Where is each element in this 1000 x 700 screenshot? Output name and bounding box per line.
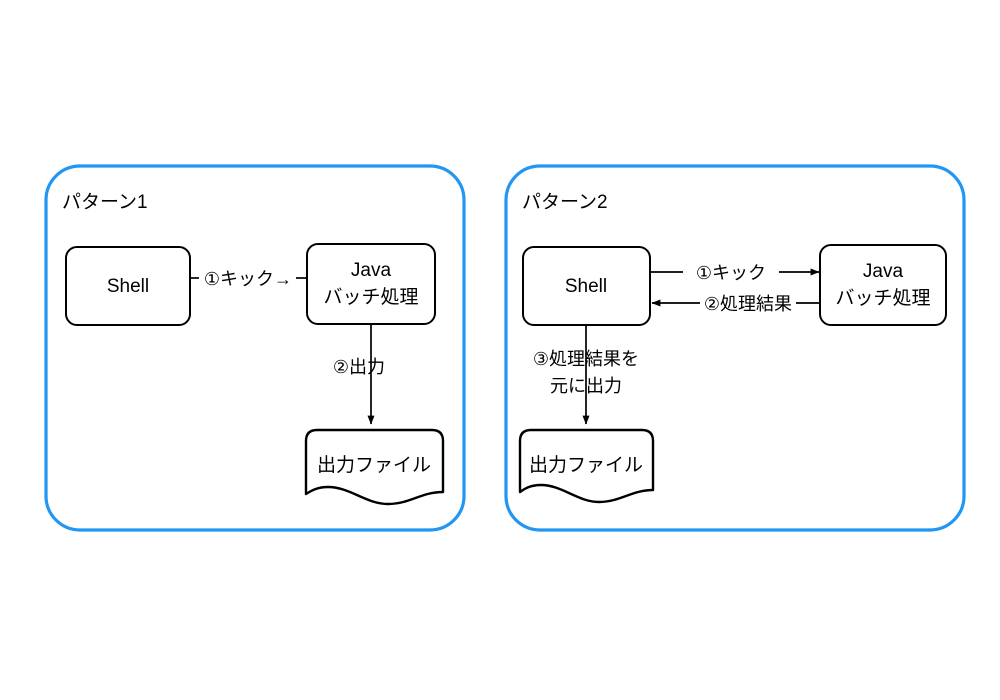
node-shell-2[interactable]: Shell [522, 246, 651, 326]
node-shell-1-box[interactable] [65, 246, 191, 326]
edge-output-1-label: ②出力 [333, 357, 385, 377]
node-java-batch-1-label-line2: バッチ処理 [323, 286, 418, 308]
edge-output-1: ②出力 [333, 325, 385, 425]
node-output-file-1-shape[interactable] [304, 428, 445, 506]
panel-pattern-2-title: パターン2 [522, 191, 608, 213]
node-java-batch-2[interactable]: Java バッチ処理 [819, 244, 947, 326]
node-output-file-1-label: 出力ファイル [317, 454, 431, 476]
node-output-file-1[interactable]: 出力ファイル [304, 428, 445, 506]
node-output-file-2[interactable]: 出力ファイル [518, 428, 655, 504]
node-shell-1-label: Shell [107, 276, 149, 297]
edge-kick-1-label: ①キック→ [204, 269, 292, 289]
panel-pattern-1: パターン1 Shell Java バッチ処理 ①キック→ ②出力 [44, 164, 466, 532]
edge-result-2-label: ②処理結果 [704, 294, 792, 314]
node-java-batch-1-label-line1: Java [351, 260, 392, 281]
edge-kick-2-label: ①キック [696, 263, 766, 283]
edge-result-2: ②処理結果 [651, 294, 820, 314]
node-java-batch-2-box[interactable] [819, 244, 947, 326]
node-java-batch-2-label-line2: バッチ処理 [835, 287, 930, 309]
node-java-batch-1[interactable]: Java バッチ処理 [306, 243, 436, 325]
panel-pattern-1-title: パターン1 [62, 191, 148, 213]
node-shell-2-label: Shell [565, 276, 607, 297]
node-output-file-2-label: 出力ファイル [529, 454, 643, 476]
edge-output-2-label-line2: 元に出力 [550, 376, 622, 396]
edge-kick-2: ①キック [650, 263, 820, 283]
node-java-batch-2-label-line1: Java [863, 261, 904, 282]
panel-pattern-2: パターン2 Shell Java バッチ処理 ①キック ②処理結果 [504, 164, 966, 532]
edge-kick-1: ①キック→ [190, 269, 306, 289]
node-output-file-2-shape[interactable] [518, 428, 655, 504]
node-shell-1[interactable]: Shell [65, 246, 191, 326]
edge-output-2: ③処理結果を 元に出力 [533, 325, 639, 425]
node-java-batch-1-box[interactable] [306, 243, 436, 325]
edge-output-2-label-line1: ③処理結果を [533, 349, 639, 369]
